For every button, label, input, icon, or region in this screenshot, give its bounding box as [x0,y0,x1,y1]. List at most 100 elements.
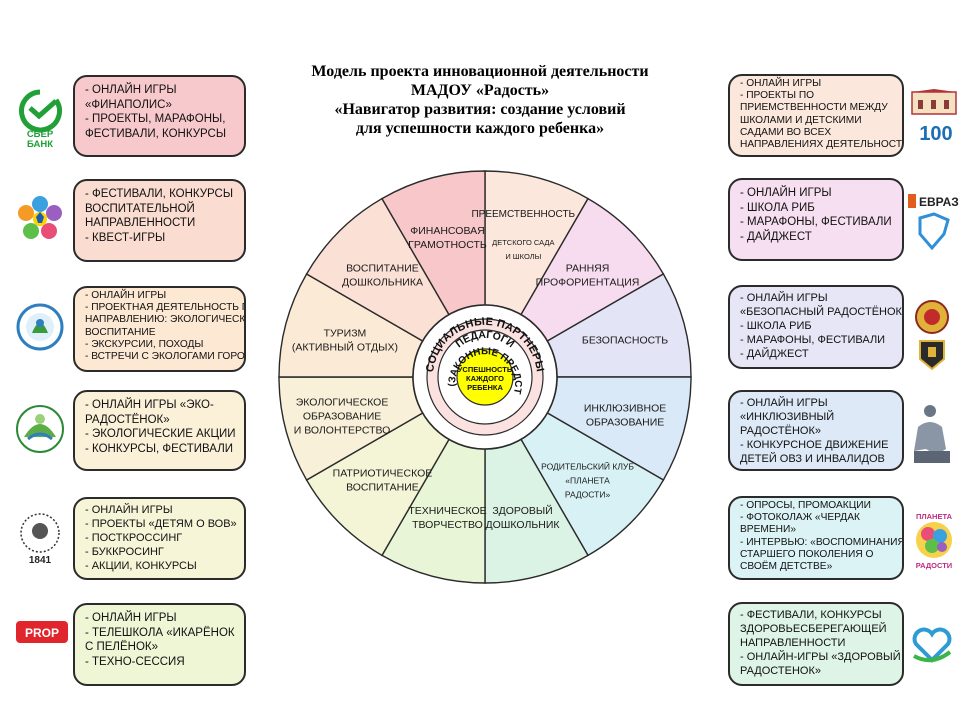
partner-activity-line: РАДОСТЁНОК» [740,425,821,437]
partner-activity-line: - ОНЛАЙН ИГРЫ [740,292,828,304]
sector-12-label-line: ФИНАНСОВАЯ [410,225,484,237]
title-line-4: для успешности каждого ребенка» [355,120,605,137]
partner-activity-line: - ОНЛАЙН ИГРЫ [85,504,173,516]
partner-activity-line: - ЭКСКУРСИИ, ПОХОДЫ [85,338,204,350]
partner-activity-line: - ШКОЛА РИБ [740,201,815,214]
partner-activity-line: - ПРОЕКТЫ «ДЕТЯМ О ВОВ» [85,518,237,530]
sector-9-label-line: И ВОЛОНТЕРСТВО [294,424,391,436]
eco-emblem-logo [14,403,66,455]
sector-1-label-line: ДЕТСКОГО САДА [492,238,554,247]
sector-11-label-line: ВОСПИТАНИЕ [346,262,419,274]
partner-activity-line: - ТЕЛЕШКОЛА «ИКАРЁНОК [85,626,235,639]
partner-activity-line: - ФЕСТИВАЛИ, КОНКУРСЫ [740,609,882,621]
partner-activity-line: «ИНКЛЮЗИВНЫЙ [740,411,835,423]
sector-5-label-line: РОДИТЕЛЬСКИЙ КЛУБ [541,461,634,472]
partner-activity-line: ЗДОРОВЬЕСБЕРЕГАЮЩЕЙ [740,623,887,635]
partner-activity-line: - ПОСТКРОССИНГ [85,532,183,544]
eco-club-logo [14,301,66,353]
partner-activity-line: - ОНЛАЙН ИГРЫ [740,397,828,409]
partner-activity-line: - ДАЙДЖЕСТ [740,348,809,360]
svg-text:1841: 1841 [29,555,52,566]
partner-activity-line: ВРЕМЕНИ» [740,524,797,536]
svg-text:PROP: PROP [25,626,59,640]
sector-12-label-line: ГРАМОТНОСТЬ [408,239,487,251]
sector-4-label-line: ОБРАЗОВАНИЕ [586,417,664,429]
svg-text:ЕВРАЗ: ЕВРАЗ [919,195,959,209]
left-partner-box-2: - ФЕСТИВАЛИ, КОНКУРСЫ ВОСПИТАТЕЛЬНОЙ НАПРА… [73,179,246,262]
svg-text:СБЕР: СБЕР [27,129,54,140]
sector-6-label-line: ЗДОРОВЫЙ [492,504,552,517]
statue-logo [906,403,958,463]
partner-activity-line: - ЭКОЛОГИЧЕСКИЕ АКЦИИ [85,428,236,440]
right-partner-box-3: - ОНЛАЙН ИГРЫ«БЕЗОПАСНЫЙ РАДОСТЁНОК»- ШК… [728,285,904,369]
partner-activity-line: - ФЕСТИВАЛИ, КОНКУРСЫ [85,188,234,200]
sector-6-label-line: ДОШКОЛЬНИК [486,519,561,531]
police-emblem-logo [906,299,958,371]
partner-activity-line: - МАРАФОНЫ, ФЕСТИВАЛИ [740,216,892,228]
sector-4-label-line: ИНКЛЮЗИВНОЕ [584,403,666,415]
planeta-logo: ПЛАНЕТА РАДОСТИ [906,510,958,570]
partner-activity-line: - ПРОЕКТЫ ПО [740,90,815,102]
flower-logo [14,193,66,245]
partner-activity-line: РАДОСТЁНОК» [85,413,170,426]
partner-activity-line: НАПРАВЛЕНИЯХ ДЕЯТЕЛЬНОСТИ [740,139,904,151]
sector-9-label-line: ОБРАЗОВАНИЕ [303,410,381,422]
evraz-logo: ЕВРАЗ [906,192,959,250]
partner-activity-line: - ОПРОСЫ, ПРОМОАКЦИИ [740,500,871,511]
sector-1-label-line: И ШКОЛЫ [505,252,541,261]
partner-activity-line: ВОСПИТАТЕЛЬНОЙ [85,202,195,215]
left-partner-box-5: - ОНЛАЙН ИГРЫ - ПРОЕКТЫ «ДЕТЯМ О ВОВ» - ПО… [73,497,246,580]
partner-activity-line: НАПРАВЛЕНИЮ: ЭКОЛОГИЧЕСКОЕ [85,314,246,326]
health-logo [906,616,958,668]
partner-activity-line: - ИНТЕРВЬЮ: «ВОСПОМИНАНИЯ [740,536,904,548]
sector-8-label-line: ВОСПИТАНИЕ [346,482,419,494]
partner-activity-line: - ОНЛАЙН-ИГРЫ «ЗДОРОВЫЙ [740,651,901,663]
center-line-1: УСПЕШНОСТЬ [458,365,513,374]
partner-activity-line: ФЕСТИВАЛИ, КОНКУРСЫ [85,127,227,140]
sector-2-label-line: ПРОФОРИЕНТАЦИЯ [536,276,640,288]
partner-activity-line: - ОНЛАЙН ИГРЫ «ЭКО- [85,399,214,411]
svg-text:РАДОСТИ: РАДОСТИ [916,561,952,570]
sector-2-label-line: РАННЯЯ [566,262,610,274]
partner-activity-line: РАДОСТЕНОК» [740,665,821,677]
partner-activity-line: ДЕТЕЙ ОВЗ И ИНВАЛИДОВ [740,453,885,465]
partner-activity-line: - ОНЛАЙН ИГРЫ [740,187,832,199]
partner-activity-line: - ДАЙДЖЕСТ [740,230,812,243]
partner-activity-line: ВОСПИТАНИЕ [85,326,156,338]
left-partner-box-4: - ОНЛАЙН ИГРЫ «ЭКО- РАДОСТЁНОК» - ЭКОЛОГИЧ… [73,390,246,471]
partner-activity-line: - ОНЛАЙН ИГРЫ [740,78,822,89]
partner-activity-line: - ШКОЛА РИБ [740,320,812,332]
partner-activity-line: - ОНЛАЙН ИГРЫ [85,290,167,301]
partner-activity-line: «ФИНАПОЛИС» [85,98,172,111]
partner-activity-line: - ПРОЕКТЫ, МАРАФОНЫ, [85,113,226,125]
sector-3-label-line: БЕЗОПАСНОСТЬ [582,334,668,346]
partner-activity-line: НАПРАВЛЕННОСТИ [740,637,846,649]
sector-11-label-line: ДОШКОЛЬНИКА [342,276,423,288]
left-partner-box-1: - ОНЛАЙН ИГРЫ«ФИНАПОЛИС»- ПРОЕКТЫ, МАРАФ… [73,75,246,157]
partner-activity-line: - МАРАФОНЫ, ФЕСТИВАЛИ [740,334,886,346]
partner-activity-line: - ТЕХНО-СЕССИЯ [85,655,185,668]
right-partner-box-6: - ФЕСТИВАЛИ, КОНКУРСЫ ЗДОРОВЬЕСБЕРЕГАЮЩЕЙ… [728,602,904,686]
sector-10-label-line: (АКТИВНЫЙ ОТДЫХ) [292,340,398,353]
center-line-3: РЕБЕНКА [467,383,503,392]
partner-activity-line: САДАМИ ВО ВСЕХ [740,126,832,138]
diagram-title: Модель проекта инновационной деятельност… [255,62,705,138]
partner-activity-line: - ПРОЕКТНАЯ ДЕЯТЕЛЬНОСТЬ ПО [85,302,246,314]
sector-9-label-line: ЭКОЛОГИЧЕСКОЕ [296,396,389,408]
partner-activity-line: - ВСТРЕЧИ С ЭКОЛОГАМИ ГОРОДА [85,351,246,363]
svg-text:БАНК: БАНК [27,139,53,148]
svg-text:ПЛАНЕТА: ПЛАНЕТА [916,512,953,521]
partner-activity-line: - АКЦИИ, КОНКУРСЫ [85,560,197,572]
center-core [456,348,514,406]
svg-text:100: 100 [919,123,952,145]
title-line-2: МАДОУ «Радость» [410,82,550,99]
partner-activity-line: НАПРАВЛЕННОСТИ [85,217,196,229]
sector-7-label-line: ТВОРЧЕСТВО [412,519,483,531]
partner-activity-line: СТАРШЕГО ПОКОЛЕНИЯ О [740,548,874,560]
